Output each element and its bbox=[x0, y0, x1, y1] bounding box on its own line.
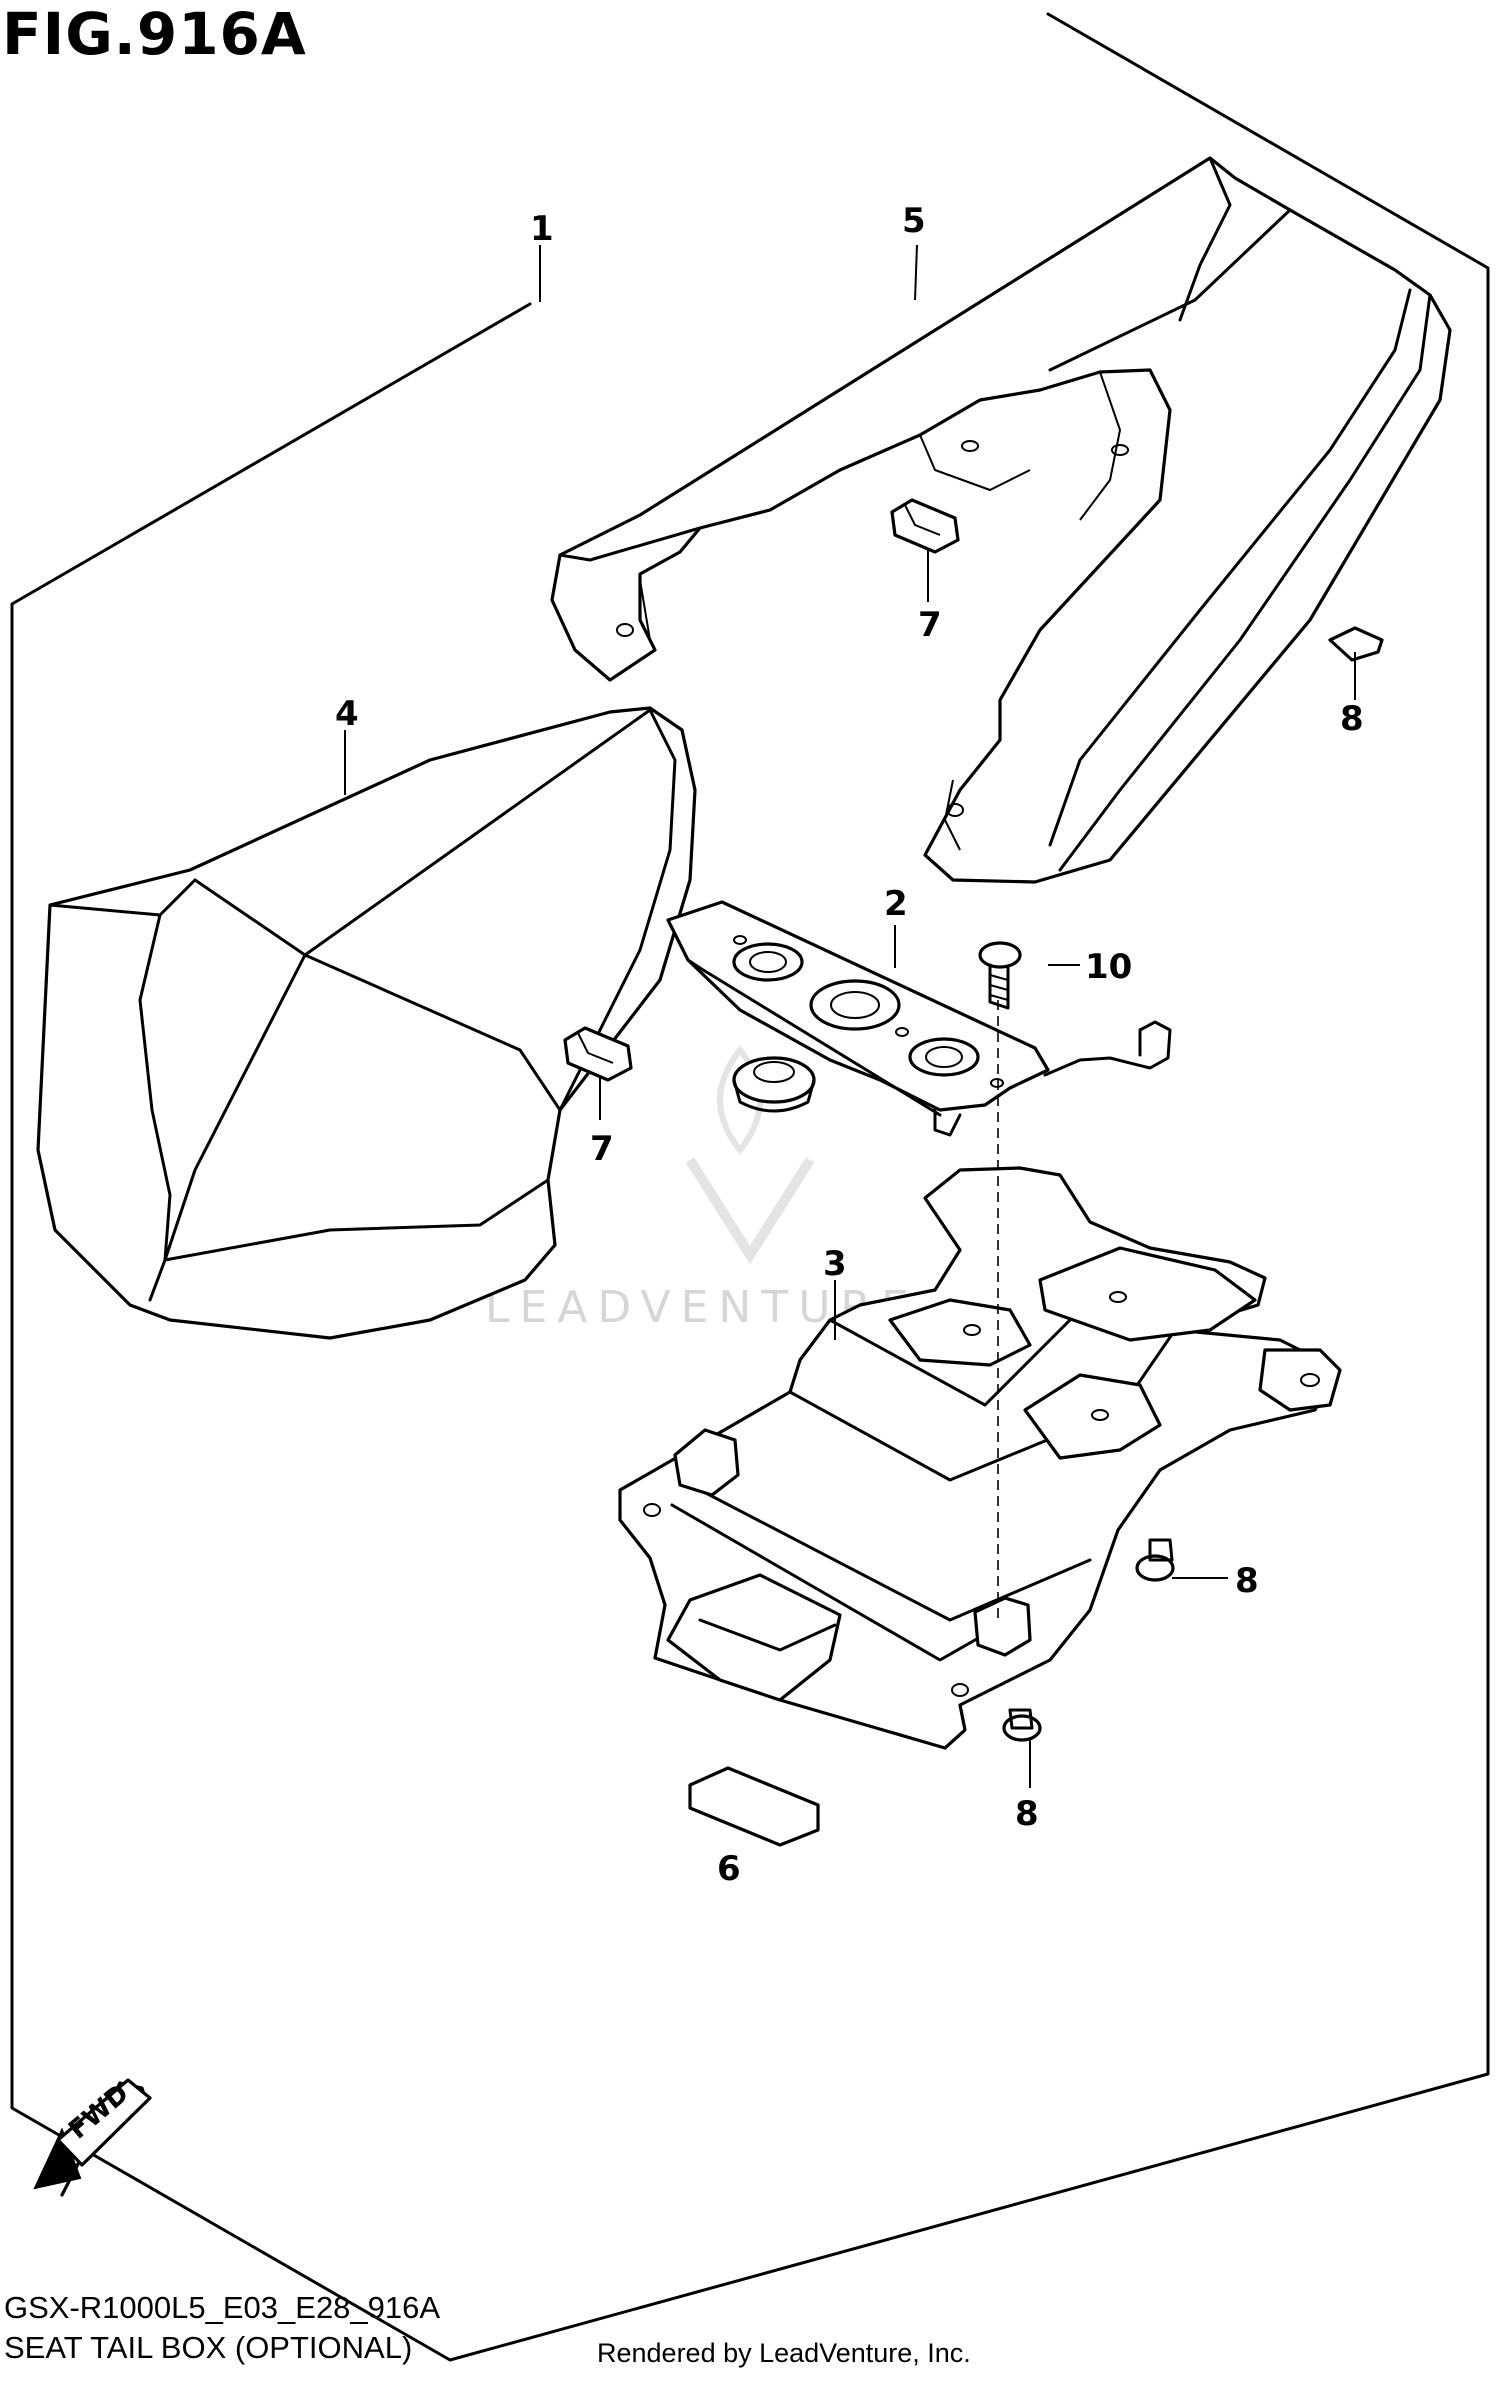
callout-2: 2 bbox=[884, 884, 908, 924]
part-9-pad bbox=[1328, 626, 1384, 662]
callout-4: 4 bbox=[335, 694, 359, 734]
part-6-pad bbox=[688, 1766, 820, 1847]
part-7-clip-nut bbox=[563, 1026, 633, 1082]
assembly-frame bbox=[10, 12, 1490, 2362]
callout-3: 3 bbox=[823, 1244, 847, 1284]
part-7-clip-nut bbox=[890, 498, 960, 554]
callout-1: 1 bbox=[530, 209, 554, 249]
callout-7-lower: 7 bbox=[590, 1129, 614, 1169]
callout-7-upper: 7 bbox=[918, 605, 942, 645]
callout-8-lower: 8 bbox=[1015, 1794, 1039, 1834]
diagram-code: GSX-R1000L5_E03_E28_916A bbox=[4, 2290, 441, 2325]
callout-10: 10 bbox=[1085, 947, 1132, 987]
part-4-seat-cover bbox=[36, 706, 697, 1340]
figure-title: FIG.916A bbox=[2, 0, 307, 68]
diagram-name: SEAT TAIL BOX (OPTIONAL) bbox=[4, 2330, 413, 2365]
part-8-bolt bbox=[1135, 1538, 1175, 1582]
part-10-screw bbox=[978, 941, 1022, 1010]
damper-grommet bbox=[732, 1056, 816, 1113]
callout-9: 8 bbox=[1340, 699, 1364, 739]
part-8-bolt bbox=[1002, 1708, 1042, 1742]
callout-6: 6 bbox=[717, 1849, 741, 1889]
rendered-by-credit: Rendered by LeadVenture, Inc. bbox=[597, 2338, 971, 2368]
callout-5: 5 bbox=[902, 201, 926, 241]
part-2-latch-bracket bbox=[666, 900, 1172, 1137]
callout-8-right: 8 bbox=[1235, 1561, 1259, 1601]
leader-lines bbox=[344, 244, 1356, 1788]
part-5-tail-cowl bbox=[550, 156, 1452, 884]
part-3-base-frame bbox=[618, 1166, 1342, 1750]
fwd-arrow-icon bbox=[33, 2078, 152, 2197]
